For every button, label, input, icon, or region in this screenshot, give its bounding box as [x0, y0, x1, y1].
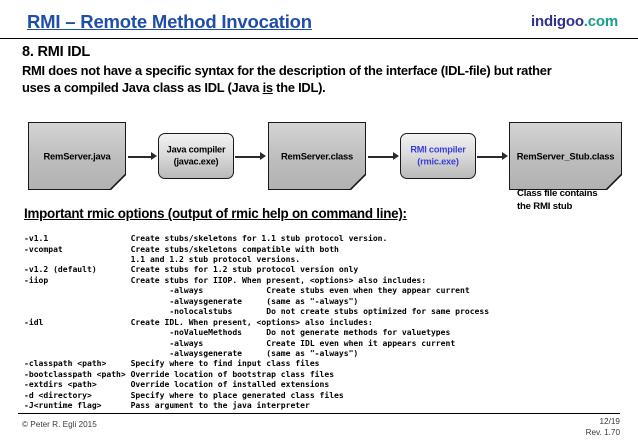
- stub-caption: Class file contains the RMI stub: [517, 188, 598, 213]
- page-title: RMI – Remote Method Invocation: [27, 11, 312, 32]
- footer-divider: [18, 413, 620, 414]
- diagram-node-label: RemServer.java: [43, 150, 111, 162]
- diagram-arrow-3: [368, 152, 400, 162]
- process-label-line1: RMI compiler: [410, 144, 466, 155]
- stub-caption-line1: Class file contains: [517, 188, 598, 199]
- diagram-node-label: RemServer.class: [280, 150, 354, 162]
- section-heading: 8. RMI IDL: [22, 44, 91, 60]
- diagram-node-label: RMI compiler (rmic.exe): [401, 145, 475, 168]
- diagram-node-java-compiler: Java compiler (javac.exe): [158, 133, 234, 179]
- diagram-node-remserver-java: RemServer.java: [28, 122, 126, 190]
- rmic-options-listing: -v1.1 Create stubs/skeletons for 1.1 stu…: [24, 234, 490, 411]
- diagram-node-label: RemServer_Stub.class: [516, 150, 615, 162]
- header-divider: [0, 38, 638, 39]
- paragraph-line-1: RMI does not have a specific syntax for …: [22, 63, 552, 78]
- section-paragraph: RMI does not have a specific syntax for …: [22, 63, 622, 96]
- diagram-arrow-4: [477, 152, 509, 162]
- paragraph-line-2a: uses a compiled Java class as IDL (Java: [22, 79, 263, 95]
- page-header: RMI – Remote Method Invocation indigoo.c…: [0, 0, 638, 40]
- paragraph-line-2b: the IDL).: [272, 79, 326, 95]
- page-fold-icon: [109, 173, 126, 190]
- brand-tld: .com: [583, 13, 618, 30]
- paragraph-emphasis: is: [262, 79, 274, 95]
- brand-name: indigoo: [531, 13, 584, 30]
- diagram-node-remserver-stub-class: RemServer_Stub.class: [509, 122, 622, 190]
- page-fold-icon: [349, 173, 366, 190]
- rmi-compilation-flow-diagram: RemServer.java Java compiler (javac.exe)…: [0, 110, 638, 210]
- stub-caption-line2: the RMI stub: [517, 200, 573, 212]
- copyright-notice: © Peter R. Egli 2015: [22, 420, 97, 429]
- process-label-line2: (javac.exe): [173, 156, 219, 166]
- page-fold-icon: [605, 173, 622, 190]
- options-heading: Important rmic options (output of rmic h…: [24, 206, 407, 221]
- page-number-block: 12/19 Rev. 1.70: [586, 416, 620, 438]
- diagram-node-label: Java compiler (javac.exe): [159, 145, 233, 168]
- diagram-node-rmi-compiler: RMI compiler (rmic.exe): [400, 133, 476, 179]
- diagram-arrow-2: [235, 152, 267, 162]
- process-label-line1: Java compiler: [166, 144, 226, 155]
- revision-number: Rev. 1.70: [585, 428, 620, 437]
- page-number: 12/19: [599, 417, 621, 426]
- diagram-arrow-1: [128, 152, 158, 162]
- process-label-line2: (rmic.exe): [417, 156, 459, 166]
- brand-logo: indigoo.com: [531, 13, 618, 30]
- diagram-node-remserver-class: RemServer.class: [268, 122, 366, 190]
